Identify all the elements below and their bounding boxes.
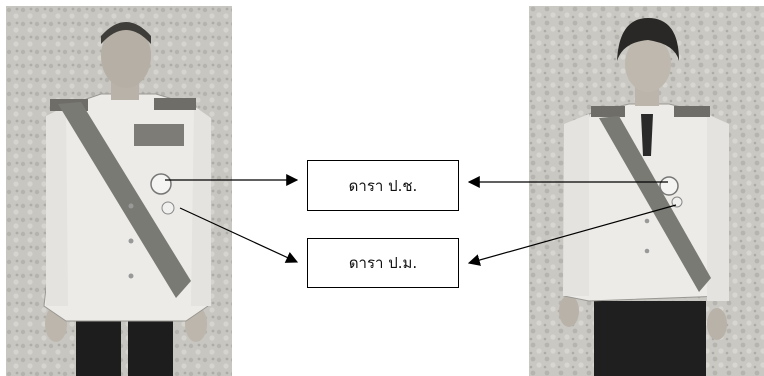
label-box-top: ดารา ป.ช. xyxy=(307,160,459,211)
label-box-bottom: ดารา ป.ม. xyxy=(307,238,459,288)
label-top-text: ดารา ป.ช. xyxy=(348,176,418,195)
photo-woman-uniform xyxy=(529,6,764,376)
photo-man-uniform xyxy=(6,6,232,376)
label-bottom-text: ดารา ป.ม. xyxy=(348,254,418,272)
